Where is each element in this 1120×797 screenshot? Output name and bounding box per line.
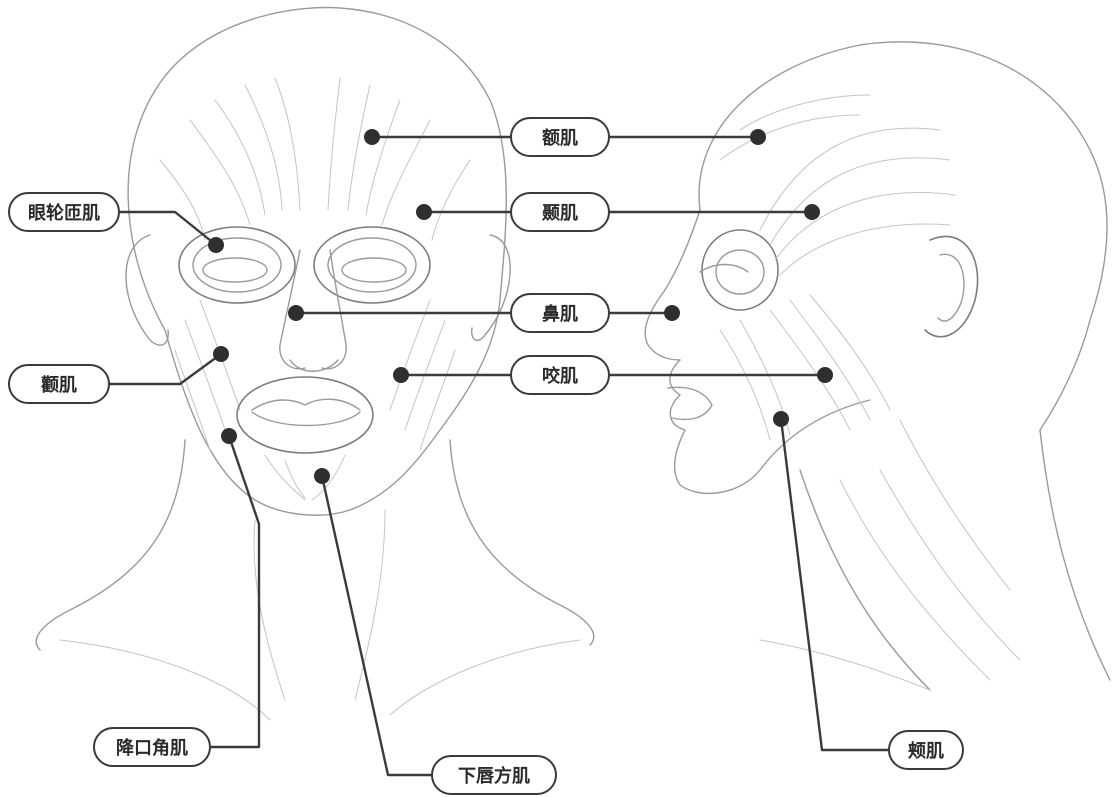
buccinator-marker: [773, 411, 789, 427]
label-depressor-labii-inferioris: 下唇方肌: [431, 755, 557, 795]
front-head-sketch: [36, 8, 594, 720]
label-orbicularis-oculi: 眼轮匝肌: [8, 192, 120, 232]
orbicularis-oculi-marker: [208, 237, 224, 253]
depressor-anguli-oris-marker: [221, 428, 237, 444]
nasalis-side-marker: [664, 305, 680, 321]
label-frontalis: 额肌: [510, 117, 610, 157]
label-buccinator: 颊肌: [888, 730, 964, 770]
depressor-labii-inferioris-marker: [314, 468, 330, 484]
leader-lines: [108, 137, 890, 775]
label-temporalis: 颞肌: [510, 192, 610, 232]
label-nasalis: 鼻肌: [510, 293, 610, 333]
label-depressor-anguli-oris: 降口角肌: [93, 727, 211, 767]
temporalis-front-marker: [416, 204, 432, 220]
side-head-sketch: [645, 42, 1110, 690]
masseter-side-marker: [817, 367, 833, 383]
label-masseter: 咬肌: [510, 355, 610, 395]
frontalis-front-marker: [364, 129, 380, 145]
frontalis-side-marker: [750, 129, 766, 145]
masseter-front-marker: [393, 367, 409, 383]
label-zygomaticus: 颧肌: [8, 364, 110, 404]
zygomaticus-marker: [213, 346, 229, 362]
temporalis-side-marker: [804, 204, 820, 220]
nasalis-front-marker: [288, 305, 304, 321]
